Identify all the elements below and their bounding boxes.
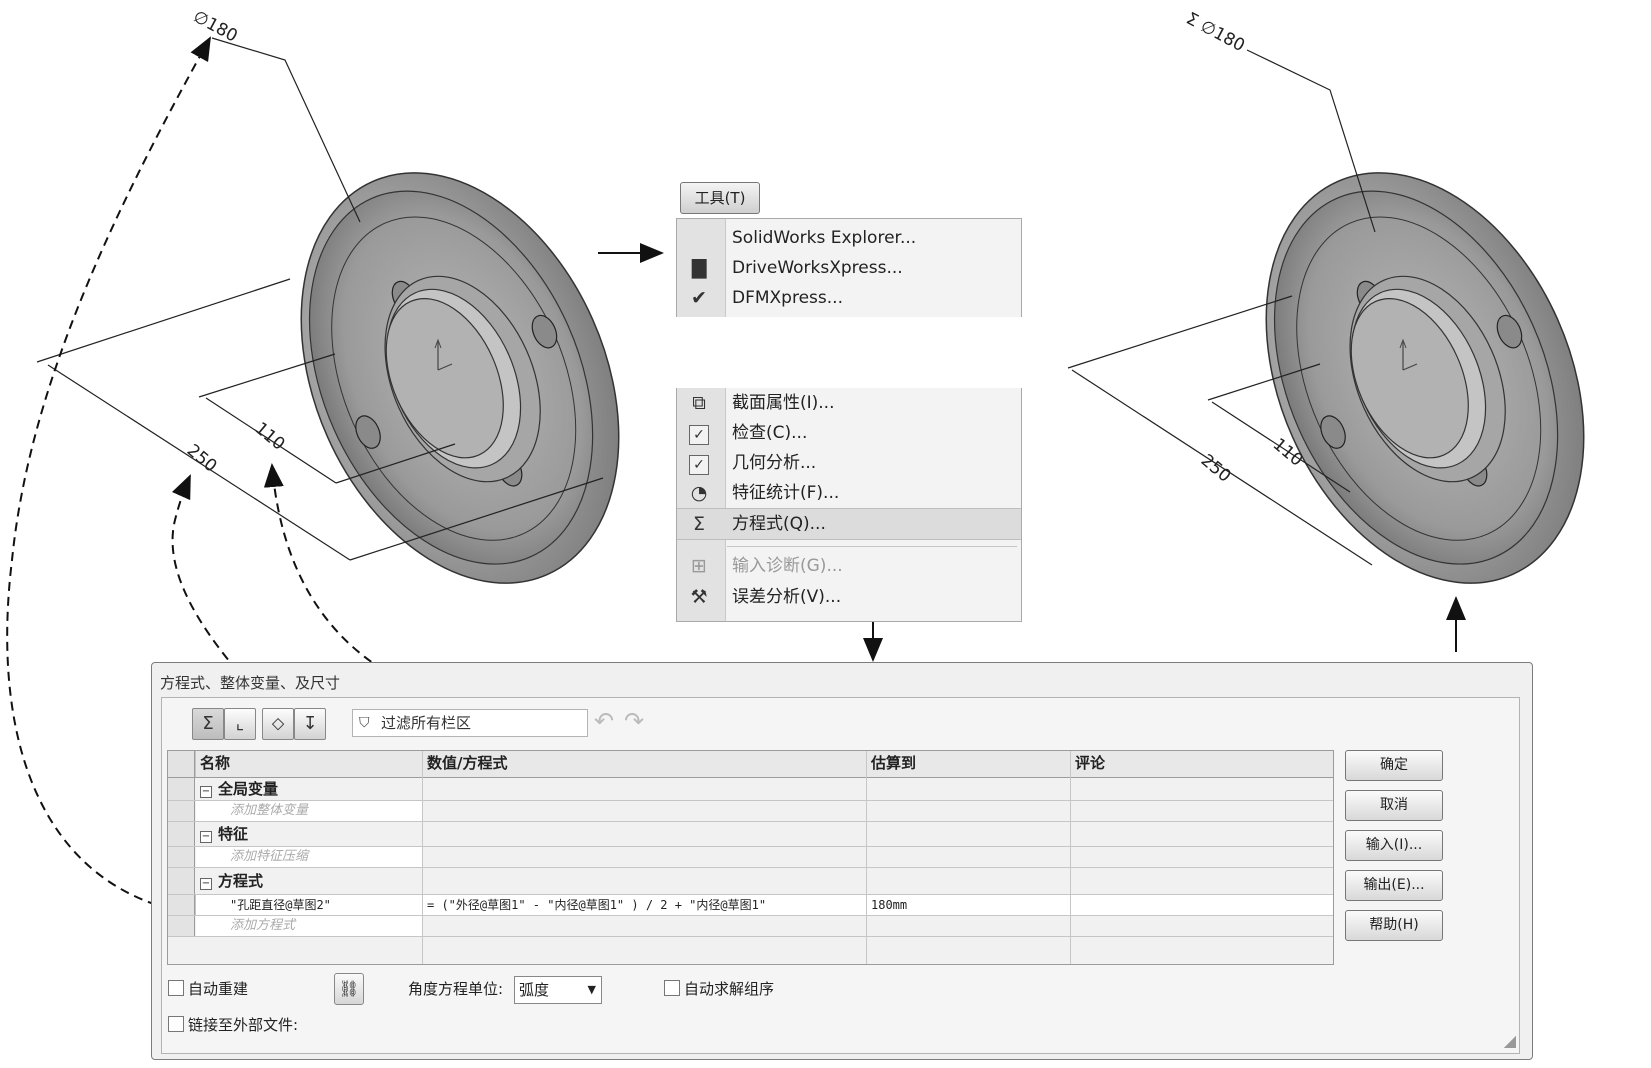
add-equation-row[interactable]: 添加方程式 xyxy=(168,916,1333,937)
chevron-down-icon: ▼ xyxy=(587,983,596,996)
tools-menu: 工具(T) SolidWorks Explorer... ▇ DriveWork… xyxy=(676,176,1022,622)
cancel-button[interactable]: 取消 xyxy=(1345,790,1443,821)
column-header-comment[interactable]: 评论 xyxy=(1070,751,1333,777)
menu-item-deviation-analysis[interactable]: ⚒ 误差分析(V)... xyxy=(677,582,1021,612)
menu-item-feature-statistics[interactable]: ◔ 特征统计(F)... xyxy=(677,478,1021,508)
resize-grip-icon[interactable]: ◢ xyxy=(1503,1031,1516,1050)
auto-solve-order-checkbox[interactable] xyxy=(664,980,680,996)
left-outer-dim-label: 250 xyxy=(183,441,221,477)
add-global-row[interactable]: 添加整体变量 xyxy=(168,801,1333,822)
filter-input[interactable]: ⛉ 过滤所有栏区 xyxy=(352,709,588,737)
sigma-icon: Σ xyxy=(202,713,214,734)
menu-item-equations[interactable]: Σ 方程式(Q)... xyxy=(677,508,1021,540)
equation-value-cell[interactable]: = ("外径@草图1" - "内径@草图1" ) / 2 + "内径@草图1" xyxy=(422,895,866,915)
sketch-equation-view-button[interactable]: ⌞ xyxy=(224,708,256,740)
table-header-row: 名称 数值/方程式 估算到 评论 xyxy=(168,751,1333,778)
menu-bottom-section: ⧉ 截面属性(I)... ✓ 检查(C)... ✓ 几何分析... ◔ 特征统计… xyxy=(676,388,1022,622)
menu-item-geometry-analysis[interactable]: ✓ 几何分析... xyxy=(677,448,1021,478)
dialog-body: Σ ⌞ ⬦ ↧ ⛉ 过滤所有栏区 ↶ ↷ 名称 数值/方程式 估算到 评论 −全… xyxy=(161,697,1520,1054)
right-flange-part xyxy=(1204,121,1646,635)
filter-icon: ⛉ xyxy=(359,715,370,731)
menu-tools-title[interactable]: 工具(T) xyxy=(680,182,760,214)
dfmxpress-check-icon: ✔ xyxy=(691,287,707,309)
left-inner-dim-label: 110 xyxy=(251,419,289,455)
menu-item-dfmxpress[interactable]: ✔ DFMXpress... xyxy=(677,283,1021,313)
dimension-view-button[interactable]: ⬦ xyxy=(262,708,294,740)
auto-rebuild-label: 自动重建 xyxy=(188,980,249,998)
sigma-icon: Σ xyxy=(692,513,705,535)
left-flange-part xyxy=(239,121,681,635)
right-dimensions xyxy=(1067,49,1376,566)
menu-item-driveworksxpress[interactable]: ▇ DriveWorksXpress... xyxy=(677,253,1021,283)
help-button[interactable]: 帮助(H) xyxy=(1345,910,1443,941)
equation-comment-cell[interactable] xyxy=(1070,895,1333,915)
explorer-icon xyxy=(686,226,712,250)
collapse-icon[interactable]: − xyxy=(200,786,212,798)
link-external-label: 链接至外部文件: xyxy=(188,1016,299,1034)
deviation-analysis-icon: ⚒ xyxy=(690,586,708,608)
check-icon: ✓ xyxy=(686,421,712,445)
auto-solve-order-label: 自动求解组序 xyxy=(684,980,775,998)
ok-button[interactable]: 确定 xyxy=(1345,750,1443,781)
equation-view-button[interactable]: Σ xyxy=(192,708,224,740)
menu-item-check[interactable]: ✓ 检查(C)... xyxy=(677,418,1021,448)
link-values-button[interactable]: ⛓ xyxy=(334,973,364,1005)
dialog-title: 方程式、整体变量、及尺寸 xyxy=(160,674,341,692)
angle-unit-label: 角度方程单位: xyxy=(408,980,504,998)
equations-dialog: 方程式、整体变量、及尺寸 Σ ⌞ ⬦ ↧ ⛉ 过滤所有栏区 ↶ ↷ 名称 数值/… xyxy=(151,662,1533,1060)
redo-icon[interactable]: ↷ xyxy=(624,707,645,735)
collapse-icon[interactable]: − xyxy=(200,831,212,843)
auto-rebuild-checkbox[interactable] xyxy=(168,980,184,996)
table-row[interactable]: "孔距直径@草图2" = ("外径@草图1" - "内径@草图1" ) / 2 … xyxy=(168,895,1333,916)
right-diameter-label: Σ ∅180 xyxy=(1183,9,1248,56)
left-dimensions xyxy=(36,37,604,561)
export-button[interactable]: 输出(E)... xyxy=(1345,870,1443,901)
left-diameter-label: ∅180 xyxy=(190,7,241,47)
ordered-view-button[interactable]: ↧ xyxy=(294,708,326,740)
collapse-icon[interactable]: − xyxy=(200,878,212,890)
column-header-name[interactable]: 名称 xyxy=(195,751,422,777)
right-outer-dim-label: 250 xyxy=(1197,451,1235,487)
angle-unit-select[interactable]: 弧度 ▼ xyxy=(514,976,602,1004)
feature-statistics-icon: ◔ xyxy=(690,482,708,504)
import-diagnostics-icon: ⊞ xyxy=(691,555,707,577)
dimension-view-icon: ⬦ xyxy=(271,713,285,734)
section-properties-icon: ⧉ xyxy=(692,392,706,414)
equations-table: 名称 数值/方程式 估算到 评论 −全局变量 添加整体变量 −特征 添加特征压缩 xyxy=(167,750,1334,965)
menu-item-solidworks-explorer[interactable]: SolidWorks Explorer... xyxy=(677,223,1021,253)
menu-item-section-properties[interactable]: ⧉ 截面属性(I)... xyxy=(677,388,1021,418)
link-external-checkbox[interactable] xyxy=(168,1016,184,1032)
driveworks-icon: ▇ xyxy=(691,257,707,279)
undo-icon[interactable]: ↶ xyxy=(594,707,615,735)
menu-item-import-diagnostics[interactable]: ⊞ 输入诊断(G)... xyxy=(677,551,1021,581)
column-header-evaluates[interactable]: 估算到 xyxy=(866,751,1070,777)
menu-separator xyxy=(727,546,1017,547)
geometry-analysis-icon: ✓ xyxy=(686,451,712,475)
equation-evaluates-cell: 180mm xyxy=(866,895,1070,915)
import-button[interactable]: 输入(I)... xyxy=(1345,830,1443,861)
equation-name-cell[interactable]: "孔距直径@草图2" xyxy=(195,895,422,915)
group-row-features[interactable]: −特征 xyxy=(168,822,1333,847)
group-row-globals[interactable]: −全局变量 xyxy=(168,778,1333,801)
sketch-view-icon: ⌞ xyxy=(235,713,245,734)
ordered-view-icon: ↧ xyxy=(302,713,318,734)
menu-top-section: SolidWorks Explorer... ▇ DriveWorksXpres… xyxy=(676,218,1022,317)
group-row-equations[interactable]: −方程式 xyxy=(168,868,1333,895)
link-icon: ⛓ xyxy=(338,979,360,998)
add-feature-row[interactable]: 添加特征压缩 xyxy=(168,847,1333,868)
column-header-value[interactable]: 数值/方程式 xyxy=(422,751,866,777)
